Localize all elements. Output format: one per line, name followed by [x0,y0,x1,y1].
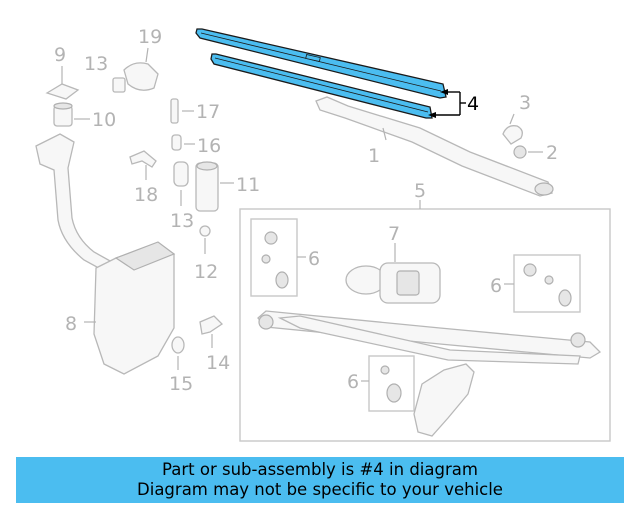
fitment-banner: Part or sub-assembly is #4 in diagram Di… [16,457,624,503]
callout-13-top: 13 [84,53,108,75]
linkage-bars [257,310,602,365]
linkage-bracket [413,363,475,437]
part-18-clip [129,150,157,180]
callout-6-right: 6 [490,275,502,297]
banner-line-2: Diagram may not be specific to your vehi… [137,480,503,499]
callout-14: 14 [206,352,230,374]
part-9-cap [45,66,80,100]
part-5-linkage-box [239,200,611,442]
callout-13: 13 [170,210,194,232]
part-11-pump [195,161,234,212]
callout-18: 18 [134,184,158,206]
part-14-valve [199,315,224,348]
part-10-filler-neck [53,102,90,127]
part-15-grommet [171,336,185,370]
part-7-wiper-motor [345,243,441,304]
callout-2: 2 [546,142,558,164]
callout-19: 19 [138,26,162,48]
part-2-nut [513,145,543,159]
callout-17: 17 [196,101,220,123]
callout-7: 7 [388,223,400,245]
callout-5: 5 [414,180,426,202]
callout-6-left: 6 [308,248,320,270]
part-6-kit-bottom [361,355,415,412]
callout-1: 1 [368,145,380,167]
part-13-connector [173,161,189,206]
callout-11: 11 [236,174,260,196]
part-6-kit-right [504,254,581,313]
callout-10: 10 [92,109,116,131]
callout-16: 16 [197,135,221,157]
callout-15: 15 [169,373,193,395]
callout-4[interactable]: 4 [467,93,479,115]
callout-12: 12 [194,261,218,283]
part-13-connector-top [112,77,126,93]
part-16-grommet [171,134,195,151]
callout-6-bottom: 6 [347,371,359,393]
part-6-kit-left [250,218,306,297]
callout-8: 8 [65,313,77,335]
callout-4-leader [428,89,466,118]
part-17-hose [170,98,194,124]
part-19-nozzle [123,47,159,91]
callout-3: 3 [519,92,531,114]
part-8-reservoir [35,133,176,375]
part-12-seal [199,225,211,254]
part-1-wiper-arm [315,96,554,197]
banner-line-1: Part or sub-assembly is #4 in diagram [162,460,478,479]
part-3-cap [502,113,523,145]
part-4-blade-refills[interactable] [195,28,447,119]
callout-9: 9 [54,44,66,66]
